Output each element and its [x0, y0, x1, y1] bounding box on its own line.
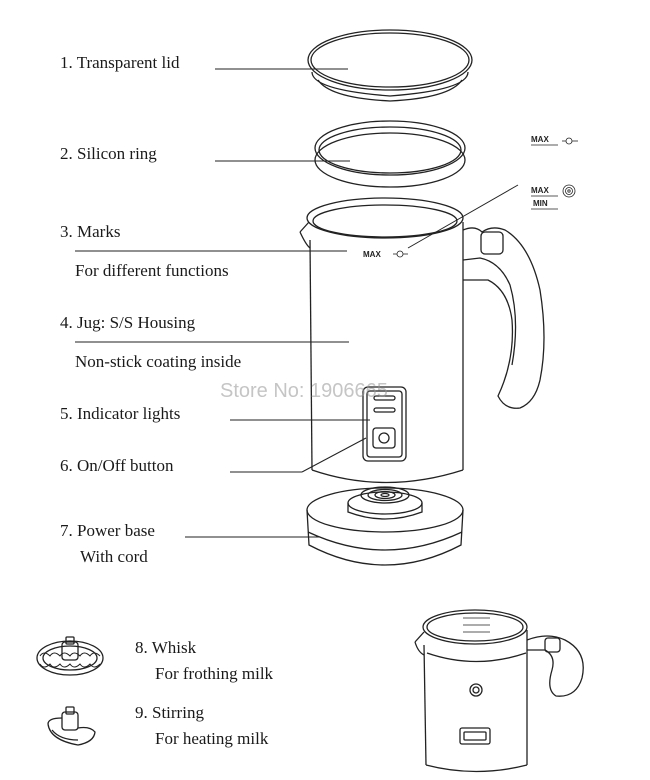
- label-transparent-lid: 1. Transparent lid: [60, 53, 180, 72]
- label-marks: 3. Marks: [60, 222, 121, 241]
- mark-max-top: MAX: [531, 135, 549, 144]
- label-whisk-sub: For frothing milk: [155, 664, 274, 683]
- label-indicator-lights: 5. Indicator lights: [60, 404, 181, 423]
- label-marks-sub: For different functions: [75, 261, 229, 280]
- power-base-drawing: [306, 486, 464, 566]
- whisk-drawing: [36, 636, 104, 676]
- stirring-drawing: [47, 706, 96, 746]
- label-power-base-sub: With cord: [80, 547, 148, 566]
- silicon-ring-drawing: [314, 120, 466, 188]
- label-jug: 4. Jug: S/S Housing: [60, 313, 196, 332]
- label-onoff-button: 6. On/Off button: [60, 456, 174, 475]
- marks-inset: [531, 137, 578, 210]
- label-power-base: 7. Power base: [60, 521, 155, 540]
- leader-lines: [75, 68, 519, 538]
- top-view-drawing: [414, 609, 584, 773]
- max-mark-in-jug: [393, 250, 408, 258]
- label-jug-sub: Non-stick coating inside: [75, 352, 242, 371]
- label-whisk: 8. Whisk: [135, 638, 197, 657]
- lid-drawing: [307, 29, 473, 102]
- store-watermark: Store No: 1906665: [220, 380, 388, 402]
- jug-drawing: [299, 197, 545, 484]
- mark-max-jug: MAX: [363, 250, 381, 259]
- label-silicon-ring: 2. Silicon ring: [60, 144, 157, 163]
- mark-min: MIN: [533, 199, 548, 208]
- mark-max-mid: MAX: [531, 186, 549, 195]
- label-stirring: 9. Stirring: [135, 703, 204, 722]
- label-stirring-sub: For heating milk: [155, 729, 269, 748]
